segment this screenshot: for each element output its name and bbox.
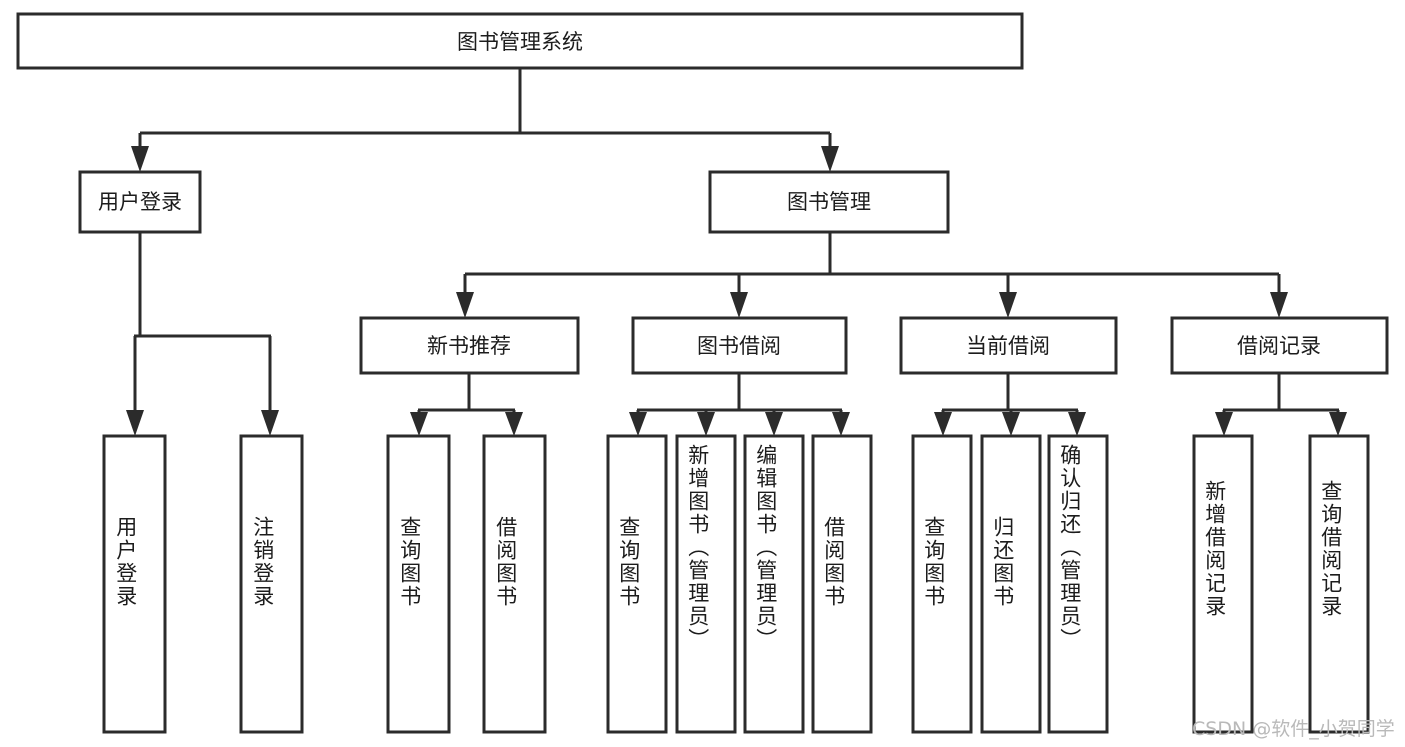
connector-group-book-mgmt [456, 232, 1288, 318]
connector-group-new-book [410, 373, 523, 436]
arrow-head-login-leaf-2 [261, 410, 279, 436]
node-title-book-management-system[interactable]: 图书管理系统 [16, 12, 1024, 70]
leaf-label-borrow-book-newbook: 借阅图书 [493, 516, 518, 608]
node-label-title: 图书管理系统 [457, 30, 583, 54]
node-label-new-book-recommend: 新书推荐 [427, 334, 511, 358]
arrow-head-bookmgmt-child-1 [456, 292, 474, 318]
node-current-borrow[interactable]: 当前借阅 [899, 316, 1118, 375]
arrow-head-newbook-leaf-1 [410, 412, 428, 436]
node-box-rect [359, 316, 580, 375]
connector-group-user-login [126, 232, 279, 436]
node-new-book-recommend[interactable]: 新书推荐 [359, 316, 580, 375]
leaf-label-query-book-newbook: 查询图书 [397, 516, 422, 608]
leaf-box-group [102, 434, 1370, 734]
node-label-user-login: 用户登录 [98, 190, 182, 214]
arrow-head-newbook-leaf-2 [505, 412, 523, 436]
node-label-borrow-record: 借阅记录 [1237, 334, 1321, 358]
leaf-box-user-login[interactable] [102, 434, 167, 734]
leaf-label-logout-login: 注销登录 [250, 516, 275, 608]
leaf-label-query-borrow-record: 查询借阅记录 [1318, 480, 1343, 618]
arrow-head-current-leaf-2 [1002, 412, 1020, 436]
arrow-head-current-leaf-1 [934, 412, 952, 436]
leaf-box-query-borrow-record[interactable] [1308, 434, 1370, 734]
node-box-rect [1170, 316, 1389, 375]
csdn-watermark: CSDN @软件_小贺同学 [1192, 718, 1395, 740]
leaf-label-edit-book-admin: 编辑图书（管理员） [753, 444, 778, 651]
node-user-login[interactable]: 用户登录 [78, 170, 202, 234]
leaf-box-borrow-book-newbook[interactable] [482, 434, 547, 734]
connector-group-borrow-record [1215, 373, 1347, 436]
leaf-label-user-login: 用户登录 [113, 516, 138, 608]
arrow-head-current-leaf-3 [1068, 412, 1086, 436]
leaf-label-borrow-book: 借阅图书 [821, 516, 846, 608]
arrow-head-borrow-leaf-3 [765, 412, 783, 436]
node-label-current-borrow: 当前借阅 [966, 334, 1050, 358]
leaf-box-query-book-newbook[interactable] [386, 434, 451, 734]
node-book-management[interactable]: 图书管理 [708, 170, 950, 234]
arrow-head-record-leaf-1 [1215, 412, 1233, 436]
leaf-box-logout-login[interactable] [239, 434, 304, 734]
leaf-box-borrow-book[interactable] [811, 434, 873, 734]
leaf-box-edit-book-admin[interactable] [743, 434, 805, 734]
leaf-label-add-borrow-record: 新增借阅记录 [1202, 480, 1227, 618]
connector-group-book-borrow [629, 373, 850, 436]
node-box-rect [899, 316, 1118, 375]
leaf-box-query-book-borrow[interactable] [606, 434, 668, 734]
leaf-label-query-book-current: 查询图书 [921, 516, 946, 608]
leaf-box-query-book-current[interactable] [911, 434, 973, 734]
arrow-head-login-leaf-1 [126, 410, 144, 436]
node-book-borrow[interactable]: 图书借阅 [631, 316, 848, 375]
arrow-head-bookmgmt-child-2 [730, 292, 748, 318]
arrow-head-borrow-leaf-2 [697, 412, 715, 436]
arrow-head-bookmgmt-child-4 [1270, 292, 1288, 318]
node-box-rect [78, 170, 202, 234]
leaf-box-add-borrow-record[interactable] [1192, 434, 1254, 734]
leaf-box-return-book[interactable] [980, 434, 1042, 734]
leaf-box-add-book-admin[interactable] [675, 434, 737, 734]
leaf-label-add-book-admin: 新增图书（管理员） [685, 444, 710, 651]
node-box-rect [631, 316, 848, 375]
arrow-head-record-leaf-2 [1329, 412, 1347, 436]
arrow-head-bookmgmt-child-3 [999, 292, 1017, 318]
leaf-label-confirm-return-admin: 确认归还（管理员） [1057, 444, 1082, 651]
node-box-rect [708, 170, 950, 234]
leaf-label-query-book-borrow: 查询图书 [616, 516, 641, 608]
arrow-head-borrow-leaf-4 [832, 412, 850, 436]
node-label-book-borrow: 图书借阅 [697, 334, 781, 358]
leaf-label-return-book: 归还图书 [990, 516, 1015, 608]
node-label-book-management: 图书管理 [787, 190, 871, 214]
connector-group-current-borrow [934, 373, 1086, 436]
arrow-head-root-to-bookmgmt [821, 146, 839, 172]
arrow-head-root-to-login [131, 146, 149, 172]
node-borrow-record[interactable]: 借阅记录 [1170, 316, 1389, 375]
leaf-box-confirm-return-admin[interactable] [1047, 434, 1109, 734]
arrow-head-borrow-leaf-1 [629, 412, 647, 436]
connector-group-root [131, 68, 839, 172]
node-box-rect [16, 12, 1024, 70]
